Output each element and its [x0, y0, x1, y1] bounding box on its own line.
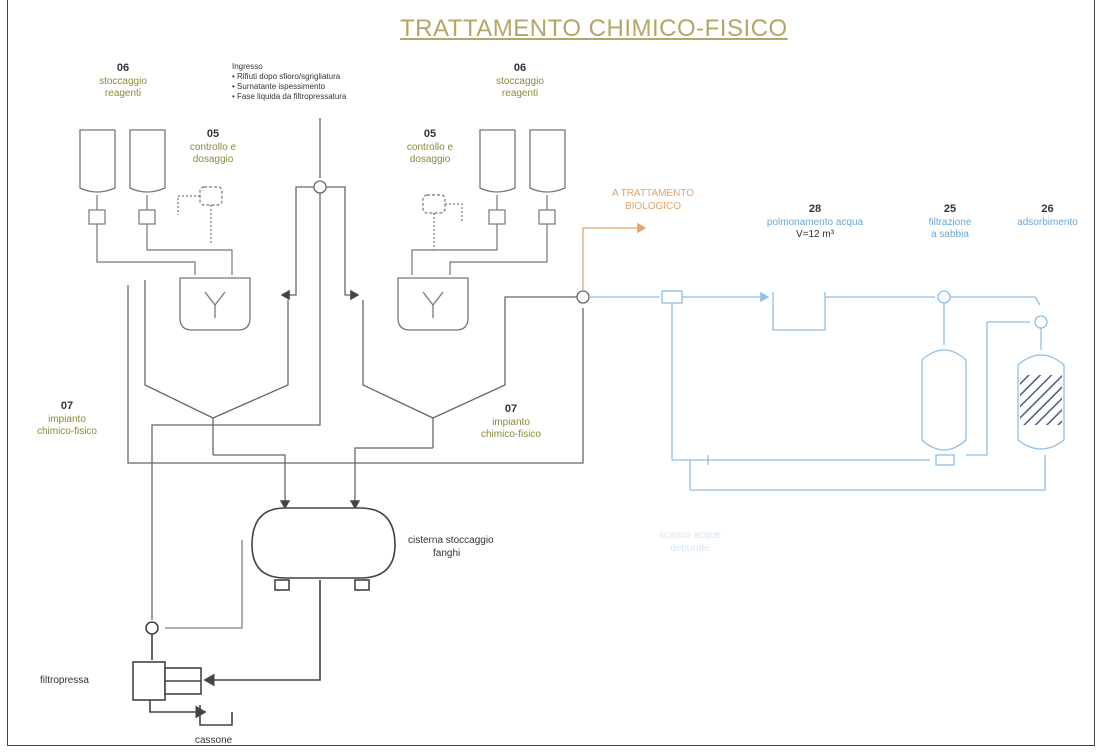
impianto-loops — [127, 285, 584, 464]
carbon-filter — [1017, 315, 1065, 450]
label-stoccaggio-right: 06 stoccaggio reagenti — [475, 62, 565, 101]
reagent-pumps-right — [411, 195, 556, 275]
step-number: 05 — [206, 128, 220, 140]
step-number: 26 — [1041, 203, 1054, 215]
accumulation-tank — [772, 292, 935, 331]
reagent-tank-right-2 — [529, 129, 566, 193]
label-text: chimico-fisico — [36, 426, 97, 438]
outlet-valve — [570, 290, 590, 304]
reagent-tank-left-1 — [79, 129, 116, 193]
inlet-notes-heading: Ingresso — [232, 62, 263, 71]
reactor-right — [397, 277, 469, 331]
label-text: impianto — [492, 416, 530, 428]
dosing-control-left — [177, 186, 223, 245]
inlet-note-item: • Fase liquida da filtropressatura — [232, 92, 347, 101]
dosing-control-right — [422, 194, 463, 250]
biological-line — [582, 222, 647, 291]
label-text: a sabbia — [931, 229, 969, 241]
diagram-title: TRATTAMENTO CHIMICO-FISICO — [400, 15, 788, 42]
label-text: A TRATTAMENTO — [611, 188, 695, 199]
label-text: dosaggio — [192, 154, 234, 166]
reagent-pumps-left — [88, 195, 233, 275]
sand-filter — [921, 290, 1041, 466]
label-text: dosaggio — [409, 154, 451, 166]
label-controllo-left: 05 controllo e dosaggio — [168, 128, 258, 167]
step-number: 05 — [423, 128, 437, 140]
label-silo: cisterna stoccaggio fanghi — [408, 535, 494, 560]
step-number: 28 — [808, 203, 822, 215]
label-accumulo: 28 polmonamento acqua V=12 m³ — [730, 203, 900, 242]
label-filtropressa: filtropressa — [40, 675, 89, 686]
label-text: stoccaggio — [496, 75, 544, 87]
label-text: reagenti — [104, 88, 142, 100]
label-text: reagenti — [501, 88, 539, 100]
label-cassone: cassone — [195, 735, 233, 746]
label-text: scarico acque — [659, 530, 721, 541]
reagent-tank-left-2 — [129, 129, 166, 193]
step-number: 07 — [60, 400, 74, 412]
filter-press — [132, 621, 233, 726]
inlet-line — [151, 118, 360, 620]
step-number: 06 — [513, 62, 527, 74]
label-stoccaggio-left: 06 stoccaggio reagenti — [78, 62, 168, 101]
inlet-note-item: • Surnatante ispessimento — [232, 82, 326, 91]
label-impianto-left: 07 impianto chimico-fisico — [22, 400, 112, 439]
step-number: 25 — [943, 203, 957, 215]
step-number: 06 — [116, 62, 130, 74]
label-text: stoccaggio — [99, 75, 147, 87]
water-line — [589, 290, 1046, 491]
label-text: filtrazione — [928, 216, 972, 228]
label-text: impianto — [48, 413, 86, 425]
label-volume: V=12 m³ — [795, 229, 835, 241]
step-number: 07 — [504, 403, 518, 415]
label-impianto-right: 07 impianto chimico-fisico — [456, 403, 566, 442]
label-trattamento-biologico: A TRATTAMENTO BIOLOGICO — [598, 188, 708, 213]
label-text: chimico-fisico — [480, 429, 541, 441]
label-text: cisterna stoccaggio — [408, 535, 494, 546]
label-text: BIOLOGICO — [624, 200, 682, 212]
settler-left — [144, 280, 291, 510]
label-text: controllo e — [189, 141, 237, 153]
diagram-frame — [7, 0, 1095, 746]
label-scarico: scarico acque depurate — [615, 530, 765, 555]
inlet-notes: Ingresso • Rifiuti dopo sfioro/sgrigliat… — [232, 62, 346, 102]
settler-right — [349, 296, 570, 510]
label-text: adsorbimento — [1017, 216, 1078, 228]
label-text: fanghi — [433, 547, 461, 559]
inlet-note-item: • Rifiuti dopo sfioro/sgrigliatura — [232, 72, 341, 81]
label-text: controllo e — [406, 141, 454, 153]
reactor-left — [179, 277, 251, 331]
sludge-silo — [165, 507, 396, 687]
label-text: depurate — [670, 542, 710, 554]
label-text: polmonamento acqua — [766, 216, 864, 228]
label-adsorbimento: 26 adsorbimento — [1005, 203, 1090, 229]
label-controllo-right: 05 controllo e dosaggio — [385, 128, 475, 167]
label-filtrazione: 25 filtrazione a sabbia — [910, 203, 990, 242]
reagent-tank-right-1 — [479, 129, 516, 193]
